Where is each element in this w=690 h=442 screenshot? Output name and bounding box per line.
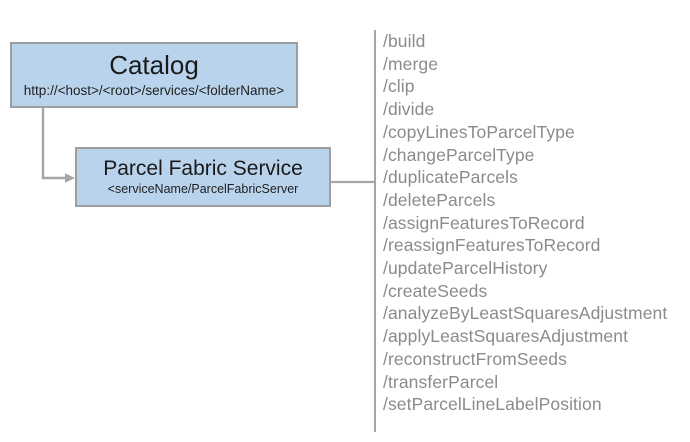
catalog-node-url: http://<host>/<root>/services/<folderNam… [23,83,285,99]
parcel-fabric-service-node-path: <serviceName/ParcelFabricServer [107,182,299,197]
operation-item[interactable]: /updateParcelHistory [383,258,548,279]
operation-item[interactable]: /divide [383,99,435,120]
operation-item[interactable]: /reconstructFromSeeds [383,348,567,369]
catalog-node[interactable]: Catalog http://<host>/<root>/services/<f… [10,42,298,108]
operation-item[interactable]: /clip [383,76,415,97]
catalog-to-service-line [41,108,68,180]
operations-list-items: /build /merge /clip /divide /copyLinesTo… [383,30,667,416]
parcel-fabric-service-node-title: Parcel Fabric Service [103,156,303,180]
operation-item[interactable]: /copyLinesToParcelType [383,121,575,142]
parcel-fabric-service-node[interactable]: Parcel Fabric Service <serviceName/Parce… [75,147,331,207]
operation-item[interactable]: /analyzeByLeastSquaresAdjustment [383,303,668,324]
operation-item[interactable]: /reassignFeaturesToRecord [383,235,601,256]
operation-item[interactable]: /assignFeaturesToRecord [383,212,585,233]
operation-item[interactable]: /merge [383,53,439,74]
operations-list: /build /merge /clip /divide /copyLinesTo… [374,30,667,432]
operation-item[interactable]: /createSeeds [383,280,488,301]
operation-item[interactable]: /transferParcel [383,371,499,392]
operation-item[interactable]: /build [383,31,426,51]
operation-item[interactable]: /applyLeastSquaresAdjustment [383,326,629,347]
catalog-to-service-arrowhead [65,173,75,183]
operation-item[interactable]: /duplicateParcels [383,167,518,188]
operation-item[interactable]: /setParcelLineLabelPosition [383,394,602,415]
catalog-node-title: Catalog [109,49,199,80]
operation-item[interactable]: /deleteParcels [383,189,496,210]
operation-item[interactable]: /changeParcelType [383,144,535,165]
